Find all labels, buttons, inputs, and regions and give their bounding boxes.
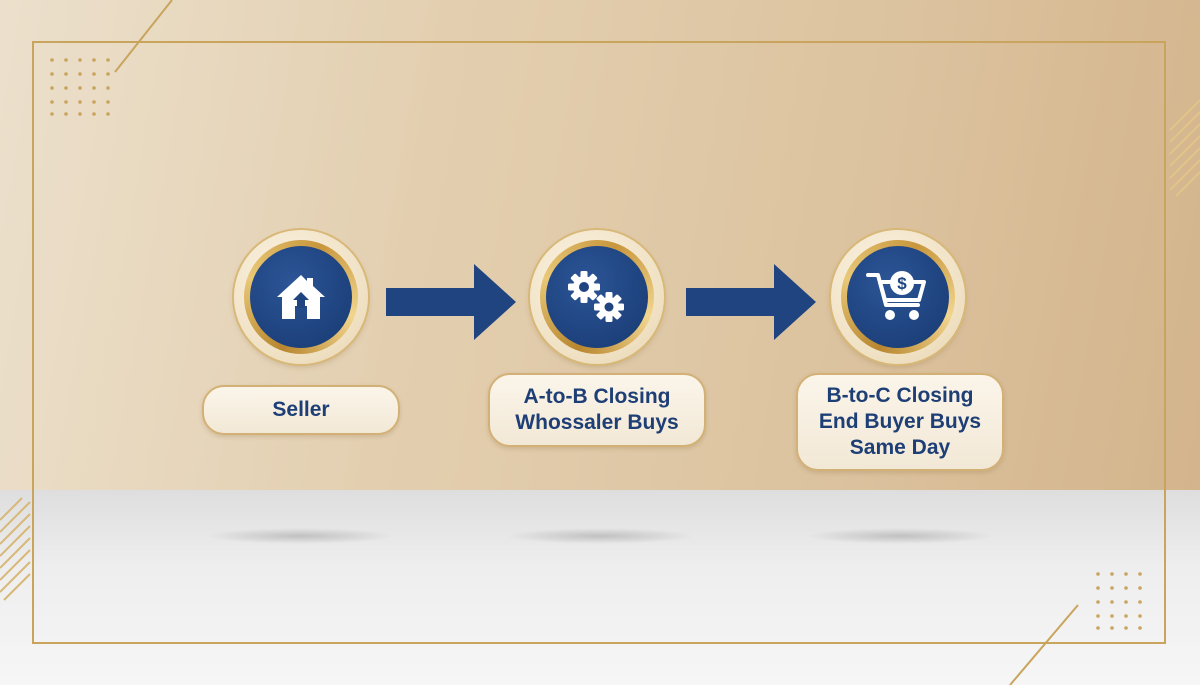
step-shadow <box>205 528 395 544</box>
background-bottom <box>0 490 1200 685</box>
step-shadow <box>805 528 995 544</box>
arrow-right-icon <box>386 264 516 340</box>
step-2-badge <box>530 230 664 364</box>
step-1-badge <box>234 230 368 364</box>
step-shadow <box>505 528 695 544</box>
hatch-left <box>0 497 31 601</box>
house-icon <box>277 275 325 319</box>
gold-frame <box>32 41 1166 644</box>
arrow-right-icon <box>686 264 816 340</box>
step-3-badge: $ <box>831 230 965 364</box>
dot-grid-top-left <box>50 58 110 116</box>
cart-dollar-icon: $ <box>866 271 926 320</box>
step-1-label: Seller <box>202 385 400 435</box>
gears-icon <box>568 271 624 322</box>
step-2-label: A-to-B Closing Whossaler Buys <box>488 373 706 447</box>
step-3-label: B-to-C Closing End Buyer Buys Same Day <box>796 373 1004 471</box>
dot-grid-bottom-right <box>1096 572 1142 630</box>
svg-text:$: $ <box>897 274 907 293</box>
hatch-right <box>1169 99 1200 197</box>
